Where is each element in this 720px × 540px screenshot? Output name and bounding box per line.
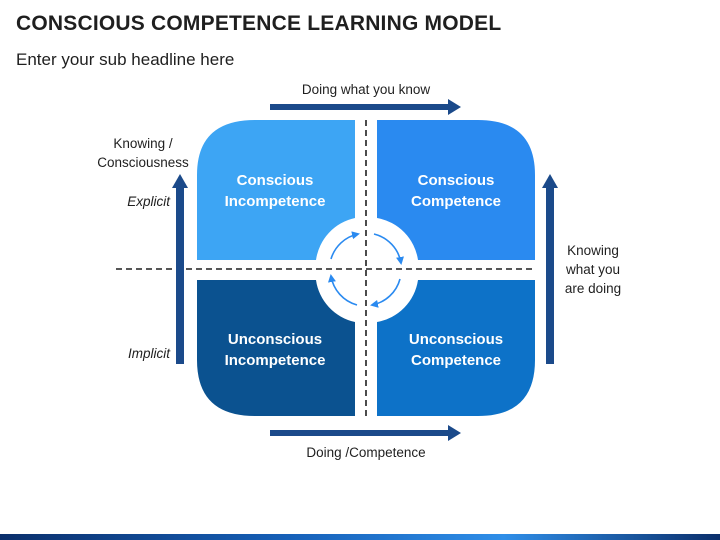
cycle-arrows-icon (328, 231, 404, 308)
left-axis-heading: Knowing / Consciousness (97, 136, 189, 170)
quadrant-label-unconscious-incompetence: Unconscious Incompetence (224, 331, 326, 369)
bottom-arrow (270, 425, 461, 441)
left-axis-implicit-label: Implicit (127, 346, 170, 361)
quadrant-top-left (197, 120, 355, 260)
quadrant-label-unconscious-competence: Unconscious Competence (408, 331, 504, 369)
quadrant-top-right (377, 120, 535, 260)
page-subtitle: Enter your sub headline here (16, 50, 235, 69)
quadrant-label-conscious-competence: Conscious Competence (410, 172, 502, 210)
page-title: CONSCIOUS COMPETENCE LEARNING MODEL (16, 12, 502, 35)
left-axis-explicit-label: Explicit (127, 194, 170, 209)
right-axis-label: Knowing what you are doing (564, 243, 622, 296)
quadrant-label-conscious-incompetence: Conscious Incompetence (224, 172, 326, 210)
top-arrow (270, 99, 461, 115)
footer-bar (0, 534, 720, 540)
bottom-axis-label: Doing /Competence (306, 445, 426, 460)
quadrant-bottom-right (377, 280, 535, 416)
left-arrow (172, 174, 188, 364)
quadrant-bottom-left (197, 280, 355, 416)
right-arrow (542, 174, 558, 364)
top-axis-label: Doing what you know (301, 82, 431, 97)
